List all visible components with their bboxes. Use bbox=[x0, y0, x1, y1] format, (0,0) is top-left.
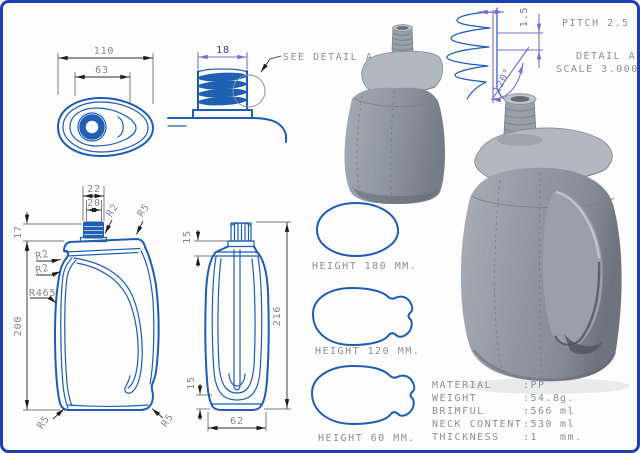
spec-table: MATERIAL :PP WEIGHT :54.8 g. BRIMFUL :56… bbox=[432, 380, 583, 443]
spec-row-name: NECK CONTENT bbox=[432, 419, 522, 430]
front-dim-body-height: 200 bbox=[13, 316, 24, 336]
side-view: 15 216 15 62 bbox=[182, 221, 291, 431]
detail-a-view: 1.5 120° PITCH 2.5 DETAIL A SCALE 3.000 bbox=[446, 7, 639, 103]
spec-row-value: :54.8 bbox=[523, 393, 561, 404]
render-small bbox=[344, 24, 446, 204]
detail-callout-circle bbox=[232, 74, 266, 108]
spec-row-value: :1 bbox=[523, 432, 538, 443]
detail-a-title: DETAIL A bbox=[576, 51, 636, 62]
spec-row-value: :PP bbox=[523, 380, 546, 391]
front-r-neck: R2 bbox=[105, 202, 122, 219]
spec-row-name: MATERIAL bbox=[432, 380, 492, 391]
front-bottle-outline bbox=[54, 238, 160, 411]
spec-row-value: :566 bbox=[523, 406, 553, 417]
side-dim-width: 62 bbox=[230, 416, 244, 427]
front-r-shoulder: R5 bbox=[136, 202, 153, 219]
front-r-bottom-right: R5 bbox=[160, 412, 177, 429]
detail-leader-line bbox=[260, 55, 282, 73]
thread-neck-flange bbox=[192, 109, 253, 119]
detail-a-thread-profile bbox=[446, 11, 498, 83]
top-view-detail-arc bbox=[117, 116, 124, 138]
section-120-label: HEIGHT 120 MM. bbox=[315, 346, 420, 357]
front-r-left-lower: R2 bbox=[34, 263, 50, 277]
spec-row-unit: mm. bbox=[560, 432, 583, 443]
spec-row-unit: ml bbox=[560, 419, 575, 430]
render-large-handle-panel bbox=[542, 190, 603, 347]
top-view-dim-outer: 110 bbox=[94, 46, 114, 57]
spec-row-name: BRIMFUL bbox=[432, 406, 485, 417]
front-r-left-upper: R2 bbox=[34, 249, 50, 263]
front-r-bottom-left: R5 bbox=[36, 414, 53, 431]
thread-dim-width: 18 bbox=[216, 45, 230, 56]
cross-sections: HEIGHT 180 MM. HEIGHT 120 MM. HEIGHT 60 … bbox=[311, 202, 420, 444]
top-view-dim-inner: 63 bbox=[95, 65, 109, 76]
pitch-label: PITCH 2.5 bbox=[562, 18, 630, 29]
side-neck-flange bbox=[227, 240, 255, 248]
spec-row-name: WEIGHT bbox=[432, 393, 477, 404]
detail-a-scale: SCALE 3.000 bbox=[556, 64, 639, 75]
side-recess-outer bbox=[211, 256, 263, 401]
top-view-neck-ring bbox=[79, 114, 105, 140]
top-view-inner-contour bbox=[62, 101, 149, 153]
spec-row-name: THICKNESS bbox=[432, 432, 500, 443]
section-120-outline bbox=[312, 287, 414, 346]
top-view-neck-outer-circle bbox=[77, 112, 107, 142]
front-dim-cap-outer: 22 bbox=[87, 184, 101, 195]
front-dim-neck-height: 17 bbox=[13, 225, 24, 239]
thread-partial-view: 18 SEE DETAIL A bbox=[167, 45, 373, 143]
front-neck-thread bbox=[83, 221, 104, 239]
front-view: 22 20 17 200 R2 R5 R2 R2 R465 R5 R5 bbox=[13, 184, 176, 431]
render-small-body bbox=[344, 87, 446, 204]
front-dim-cap-inner: 20 bbox=[87, 198, 101, 209]
side-dim-height: 216 bbox=[272, 306, 283, 326]
section-180-label: HEIGHT 180 MM. bbox=[312, 261, 417, 272]
top-view-panel-contour bbox=[69, 107, 137, 147]
spec-row-value: :530 bbox=[523, 419, 553, 430]
detail-a-crest-dim: 1.5 bbox=[519, 7, 530, 27]
side-bottle-outline bbox=[204, 245, 270, 411]
top-view: 110 63 bbox=[57, 46, 154, 157]
section-60-outline bbox=[311, 365, 416, 425]
see-detail-label: SEE DETAIL A bbox=[283, 52, 373, 63]
spec-row-unit: g. bbox=[560, 393, 575, 404]
render-small-shoulder bbox=[361, 50, 444, 94]
spec-row-unit: ml bbox=[560, 406, 575, 417]
render-large bbox=[460, 93, 630, 394]
section-60-label: HEIGHT 60 MM. bbox=[318, 433, 416, 444]
section-180-outline bbox=[316, 202, 399, 257]
top-view-outer-contour bbox=[57, 97, 154, 157]
front-panel-curve-outer bbox=[73, 257, 143, 394]
side-dim-top-inset: 15 bbox=[182, 230, 193, 244]
thread-shoulder-line bbox=[167, 117, 287, 143]
front-r-side-panel: R465 bbox=[29, 288, 56, 299]
side-dim-bottom-inset: 15 bbox=[186, 376, 197, 390]
